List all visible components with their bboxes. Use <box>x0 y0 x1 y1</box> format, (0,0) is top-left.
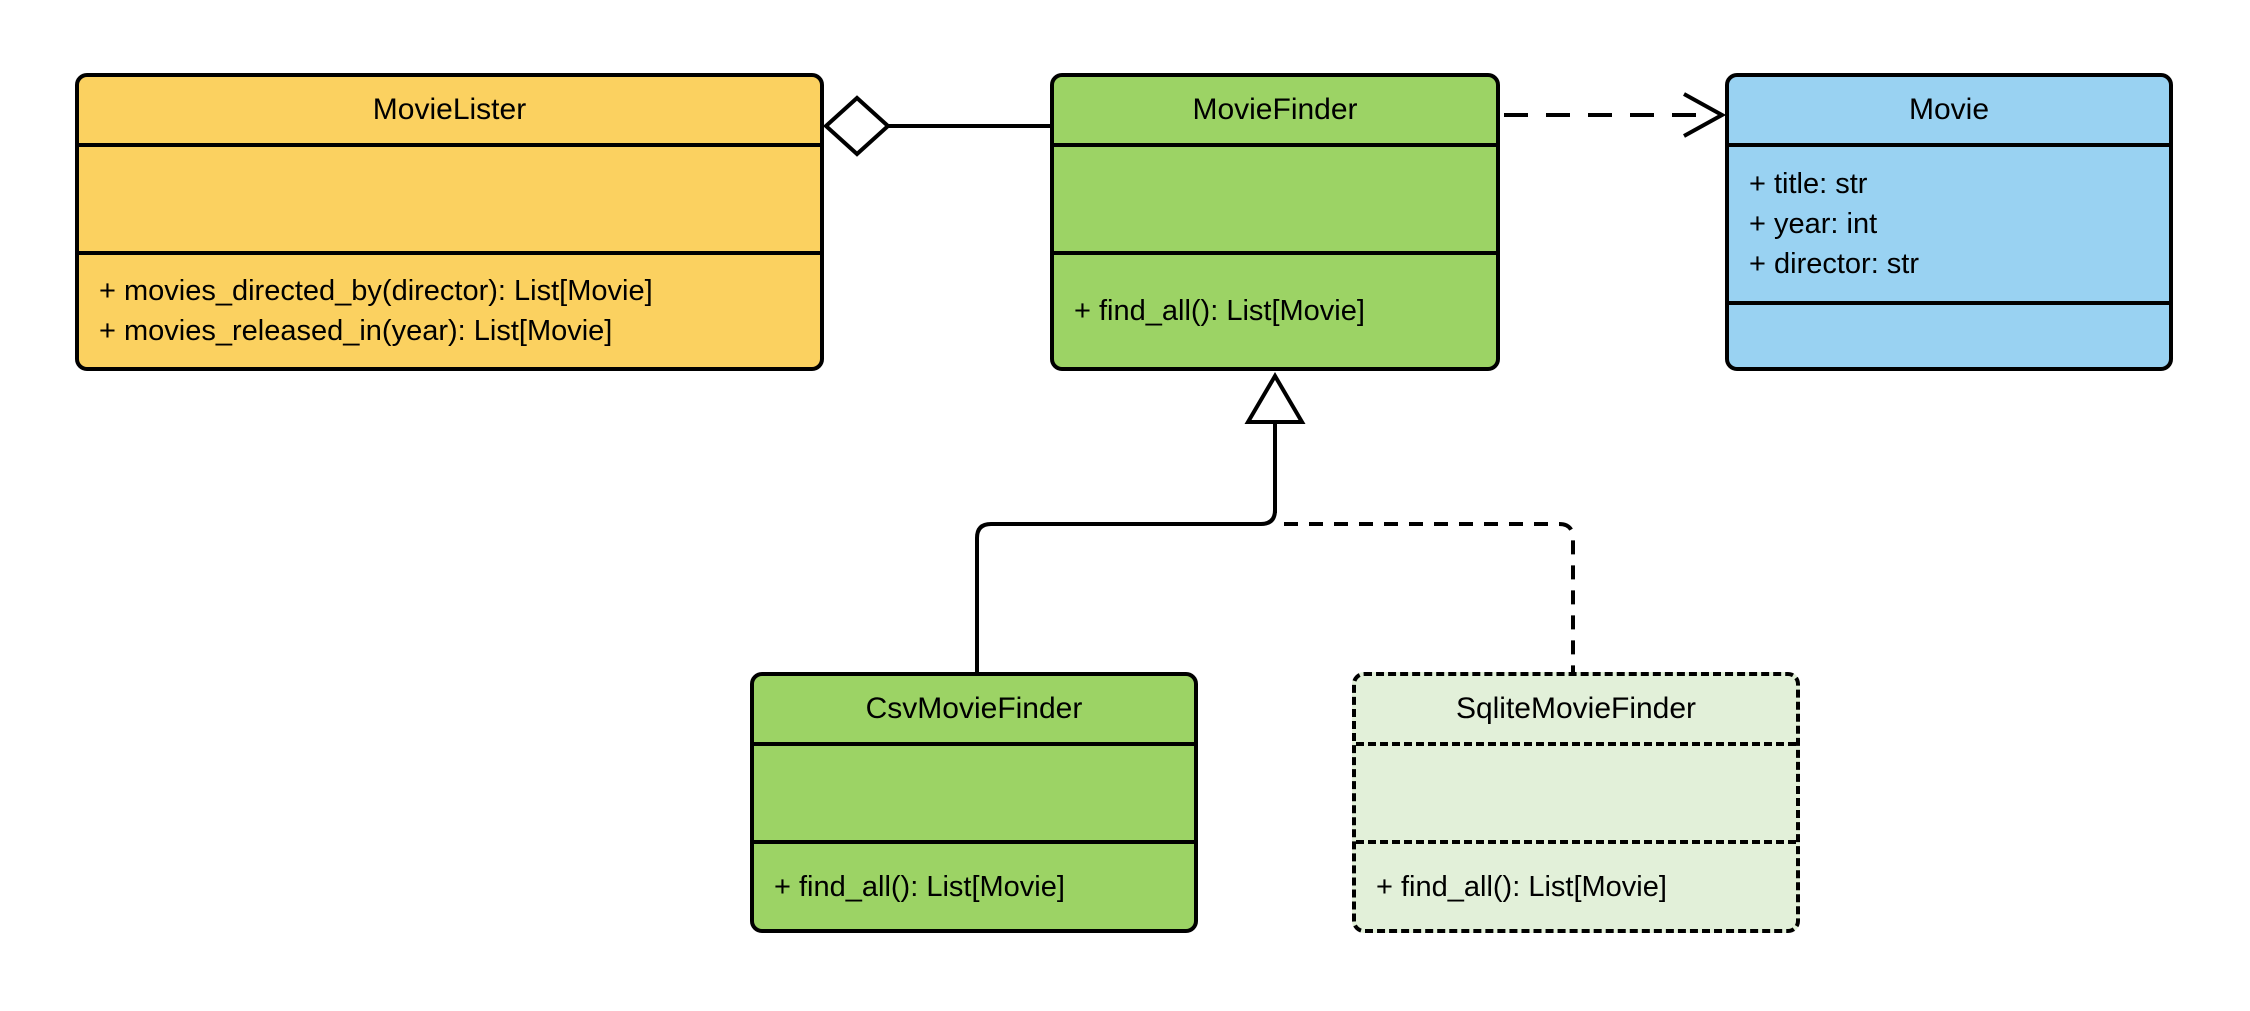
method-entry: + find_all(): List[Movie] <box>1376 870 1667 903</box>
methods-compartment: + find_all(): List[Movie] <box>1054 251 1496 367</box>
method-entry: + movies_directed_by(director): List[Mov… <box>99 275 653 307</box>
inheritance-branch-dashed <box>1284 522 1575 673</box>
method-entry: + find_all(): List[Movie] <box>774 870 1065 903</box>
class-box-movie: Movie + title: str + year: int + directo… <box>1725 73 2173 371</box>
class-title: CsvMovieFinder <box>865 692 1083 725</box>
aggregation-connector <box>823 95 1052 157</box>
class-box-sqlitemoviefinder: SqliteMovieFinder + find_all(): List[Mov… <box>1352 672 1800 933</box>
methods-compartment: + movies_directed_by(director): List[Mov… <box>79 251 820 367</box>
open-arrowhead-icon <box>1683 92 1727 138</box>
attributes-compartment <box>1356 742 1796 840</box>
attribute-entry: + director: str <box>1749 248 1920 280</box>
inheritance-branch-solid <box>975 509 1277 673</box>
aggregation-diamond-icon <box>823 95 891 157</box>
class-title: MovieLister <box>372 93 527 126</box>
class-box-csvmoviefinder: CsvMovieFinder + find_all(): List[Movie] <box>750 672 1198 933</box>
class-title: MovieFinder <box>1192 93 1358 126</box>
inheritance-triangle-icon <box>1244 372 1306 424</box>
attributes-compartment: + title: str + year: int + director: str <box>1729 143 2169 301</box>
class-box-moviefinder: MovieFinder + find_all(): List[Movie] <box>1050 73 1500 371</box>
class-title: SqliteMovieFinder <box>1455 692 1697 725</box>
attributes-compartment <box>754 742 1194 840</box>
attributes-compartment <box>1054 143 1496 251</box>
class-box-movielister: MovieLister + movies_directed_by(directo… <box>75 73 824 371</box>
method-entry: + find_all(): List[Movie] <box>1074 295 1365 327</box>
methods-compartment: + find_all(): List[Movie] <box>1356 840 1796 929</box>
class-title: Movie <box>1908 93 1990 126</box>
method-entry: + movies_released_in(year): List[Movie] <box>99 315 613 347</box>
methods-compartment: + find_all(): List[Movie] <box>754 840 1194 929</box>
attribute-entry: + title: str <box>1749 168 1868 200</box>
attribute-entry: + year: int <box>1749 208 1878 240</box>
dependency-arrow <box>1504 92 1727 138</box>
inheritance-connector <box>975 372 1575 673</box>
attributes-compartment <box>79 143 820 251</box>
methods-compartment <box>1729 301 2169 367</box>
